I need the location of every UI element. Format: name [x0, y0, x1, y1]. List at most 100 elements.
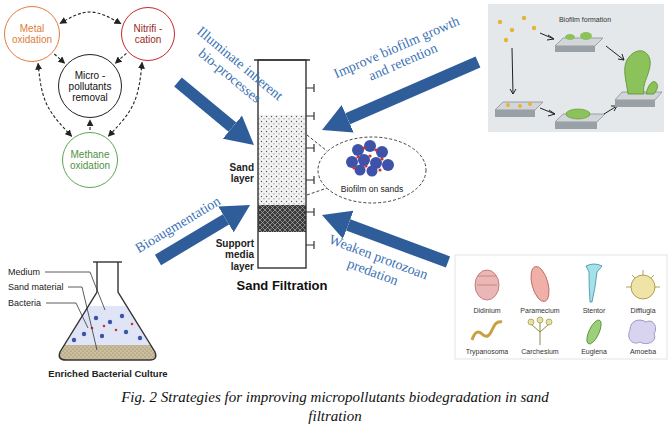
- process-circle: Nitrifi -cation: [121, 7, 175, 61]
- protozoa-panel: [626, 270, 660, 287]
- strategy-arrow: [178, 82, 232, 127]
- culture-flask: [59, 345, 156, 360]
- protozoa-panel: [631, 275, 655, 299]
- cycle-arrow: [60, 12, 121, 24]
- protozoa-panel: [475, 270, 499, 300]
- protozoa-panel: [629, 320, 656, 344]
- protozoa-panel: [528, 319, 534, 325]
- biofilm-zoom: [364, 164, 367, 167]
- biofilm-formation-picture: [625, 51, 651, 94]
- culture-flask: [82, 332, 86, 336]
- biofilm-formation-picture: [495, 102, 543, 110]
- node-label: Metal oxidation: [8, 23, 56, 45]
- process-circle: Micro -pollutants removal: [58, 54, 122, 118]
- protozoa-panel: [537, 317, 543, 323]
- layer-name: Support media layer: [210, 238, 254, 273]
- cycle-arrow: [54, 54, 64, 63]
- biofilm-zoom: [368, 154, 371, 157]
- biofilm-zoom: [307, 135, 327, 195]
- biofilm-zoom: [367, 166, 378, 177]
- biofilm-formation-picture: [606, 46, 624, 60]
- biofilm-formation-picture: [488, 4, 664, 132]
- figure-caption: Fig. 2 Strategies for improving micropol…: [120, 388, 550, 426]
- biofilm-formation-picture: [532, 26, 536, 30]
- sand-filter-column: [258, 205, 306, 232]
- protozoa-panel: [586, 264, 602, 302]
- part-name: Medium: [8, 267, 40, 277]
- biofilm-zoom: [376, 146, 388, 158]
- cycle-arrow: [89, 120, 90, 130]
- biofilm-formation-picture: [488, 4, 664, 132]
- biofilm-formation-picture: [518, 104, 522, 108]
- organism-name: Difflugia: [630, 307, 655, 315]
- culture-flask: [108, 320, 112, 324]
- culture-flask: [138, 336, 142, 340]
- part-name: Bacteria: [8, 298, 41, 308]
- culture-flask: [103, 325, 106, 328]
- biofilm-zoom: [374, 148, 377, 151]
- culture-flask: [120, 314, 124, 318]
- biofilm-zoom: [358, 154, 370, 166]
- node-label: Micro -pollutants removal: [62, 70, 118, 103]
- sand-filter-column: [254, 59, 310, 60]
- biofilm-formation-picture: [528, 102, 532, 106]
- culture-flask: [59, 306, 156, 360]
- biofilm-formation-picture: [510, 28, 514, 32]
- protozoa-panel: [528, 265, 553, 304]
- biofilm-zoom: [380, 157, 383, 160]
- sand-filter-column: [258, 115, 306, 205]
- protozoa-panel: [455, 255, 667, 359]
- biofilm-zoom: [352, 144, 364, 156]
- organism-name: Didinium: [473, 307, 500, 315]
- biofilm-formation-picture: [615, 100, 655, 107]
- culture-flask: [93, 261, 122, 262]
- protozoa-panel: [477, 276, 497, 285]
- picture-name: Enriched Bacterial Culture: [48, 369, 167, 380]
- process-circle: Metal oxidation: [4, 6, 60, 62]
- biofilm-formation-picture: [646, 82, 658, 94]
- biofilm-formation-picture: [555, 122, 597, 129]
- protozoa-panel: [455, 255, 667, 359]
- organism-name: Paramecium: [520, 307, 559, 315]
- unit-name: Sand Filtration: [237, 279, 328, 294]
- organism-name: Trypanosoma: [466, 348, 509, 356]
- layer-name: Sand layer: [214, 162, 254, 185]
- protozoa-panel: [472, 322, 502, 340]
- culture-flask: [45, 262, 156, 360]
- biofilm-formation-picture: [555, 38, 603, 46]
- biofilm-zoom: [355, 165, 366, 176]
- sand-filter-column: [306, 84, 314, 249]
- culture-flask: [72, 338, 76, 342]
- biofilm-formation-picture: [580, 32, 592, 40]
- callout-label: Biofilm on sands: [341, 185, 403, 195]
- biofilm-formation-picture: [566, 109, 590, 119]
- culture-flask: [124, 330, 128, 334]
- node-label: Nitrifi -cation: [128, 23, 168, 45]
- biofilm-zoom: [382, 159, 394, 171]
- biofilm-zoom: [356, 155, 359, 158]
- biofilm-formation-picture: [498, 20, 502, 24]
- biofilm-zoom: [318, 137, 426, 203]
- biofilm-formation-picture: [604, 106, 617, 114]
- strategy-arrow: [158, 62, 478, 262]
- protozoa-panel: [531, 322, 549, 345]
- culture-flask: [115, 329, 118, 332]
- culture-flask: [59, 262, 156, 360]
- culture-flask: [94, 316, 98, 320]
- biofilm-formation-picture: [540, 108, 555, 116]
- culture-flask: [131, 323, 134, 326]
- biofilm-formation-picture: [555, 46, 595, 52]
- organism-name: Carchesium: [521, 348, 558, 356]
- part-name: Sand material: [8, 282, 64, 292]
- biofilm-zoom: [362, 146, 365, 149]
- figure-caption-small: Biofilm formation: [559, 16, 611, 24]
- biofilm-formation-picture: [495, 110, 535, 117]
- culture-flask: [100, 334, 104, 338]
- biofilm-formation-picture: [510, 48, 516, 94]
- strategy-text: Improve biofilm growth and retention: [325, 10, 475, 100]
- organism-name: Amoeba: [630, 348, 656, 356]
- biofilm-zoom: [364, 140, 376, 152]
- protozoa-panel: [584, 318, 604, 346]
- biofilm-zoom: [307, 135, 426, 203]
